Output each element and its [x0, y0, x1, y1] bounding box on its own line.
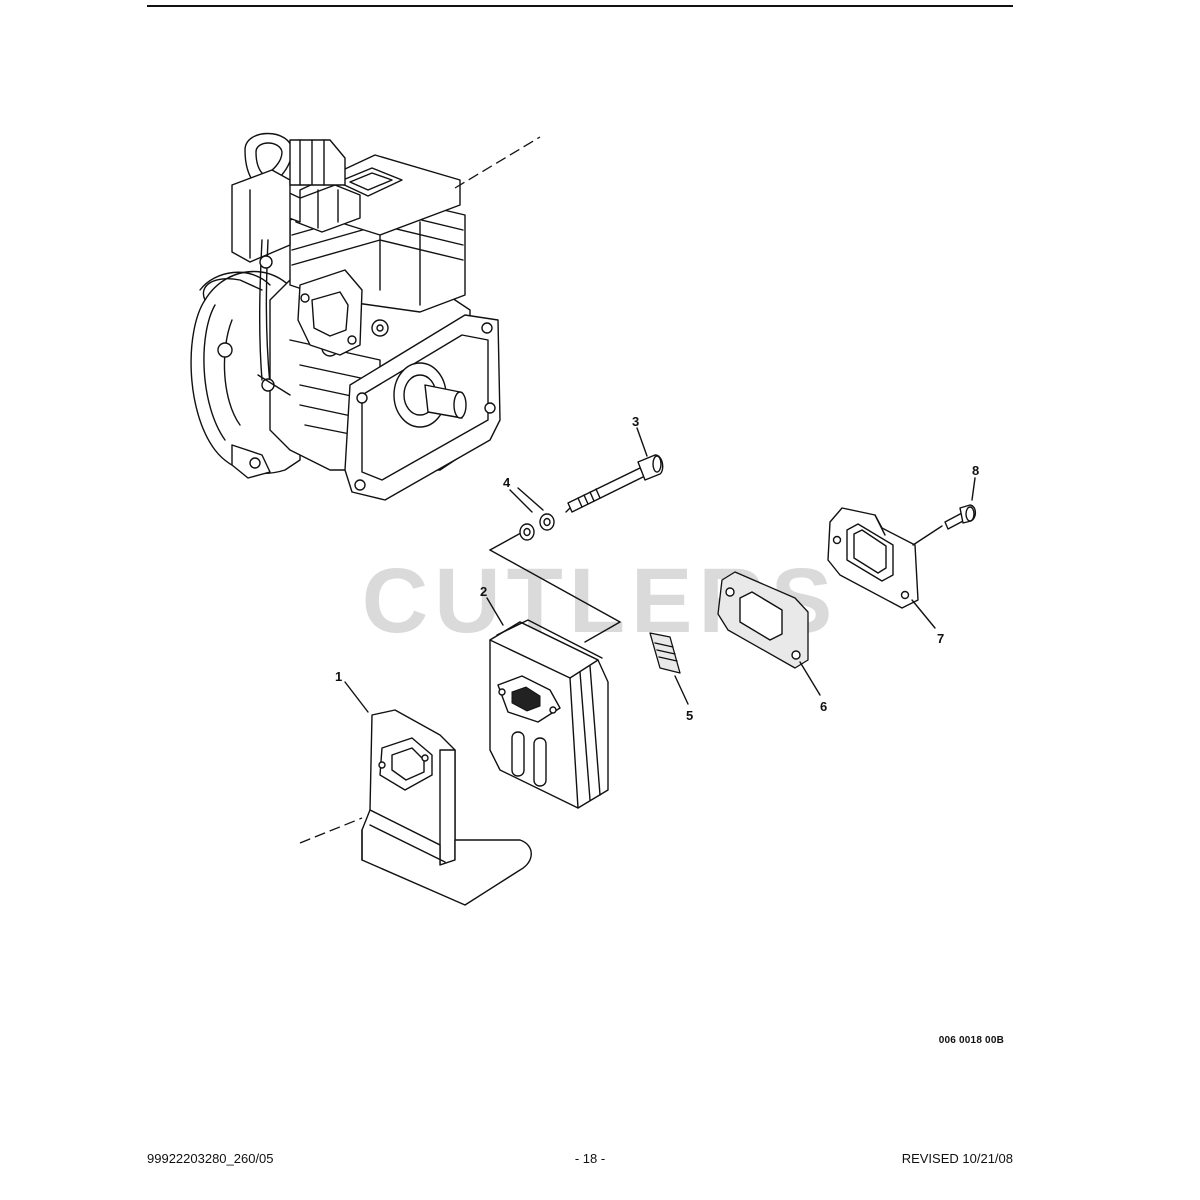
callout-5: 5 — [686, 708, 693, 723]
footer-page-number: - 18 - — [574, 1151, 606, 1166]
top-rule — [147, 5, 1013, 7]
engine-ignition-module — [231, 169, 291, 263]
part-1-heat-shield — [361, 709, 532, 906]
part-6-gasket — [717, 571, 809, 669]
callout-8: 8 — [972, 463, 979, 478]
callout-6: 6 — [820, 699, 827, 714]
callout-4: 4 — [503, 475, 511, 490]
part-4-washers — [519, 513, 555, 541]
callout-7: 7 — [937, 631, 944, 646]
leader-lines — [344, 427, 976, 713]
footer-part-number: 99922203280_260/05 — [147, 1151, 274, 1166]
part-2-muffler — [489, 619, 609, 809]
engine-assembly — [190, 132, 501, 501]
engine-exhaust-port — [297, 269, 363, 356]
part-3-bolt — [565, 454, 664, 513]
callout-1: 1 — [335, 669, 342, 684]
figure-code: 006 0018 00B — [938, 1035, 1004, 1046]
callout-3: 3 — [632, 414, 639, 429]
callout-2: 2 — [480, 584, 487, 599]
part-5-screen — [649, 632, 681, 674]
footer-revised-date: REVISED 10/21/08 — [901, 1151, 1013, 1166]
part-7-cover-plate — [827, 507, 919, 609]
part-8-screw — [944, 504, 977, 530]
